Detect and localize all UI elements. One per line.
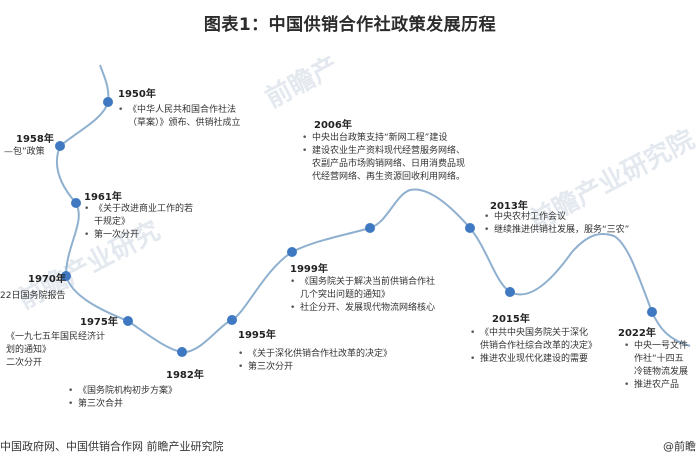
event-item: 《一九七五年国民经济计 (0, 331, 105, 344)
event-item: 第三次合并 (68, 398, 177, 411)
event-item: 农副产品市场购销网络、日用消费品现 (312, 159, 466, 169)
year-label-1975: 1975年 (80, 317, 118, 328)
event-1999-items: 《国务院关于解决当前供销合作社 几个突出问题的通知》 社企分开、发展现代物流网络… (290, 276, 435, 315)
event-2015-items: 《中共中央国务院关于深化 供销合作社综合改革的决定》 推进农业现代化建设的需要 (470, 327, 597, 366)
event-item: 继续推进供销社发展，服务“三农” (484, 224, 629, 237)
event-1958-items: —包”政策 (0, 146, 45, 159)
event-item: 中央农村工作会议 (484, 211, 629, 224)
brand-mark: @前瞻 (663, 440, 696, 453)
event-item: 几个突出问题的通知》 (300, 290, 391, 300)
event-2006-items: 中央出台政策支持“新网工程”建设 建设农业生产资料现代经营服务网络、 农副产品市… (302, 132, 465, 184)
event-2022-items: 中央一号文件 作社“十四五 冷链物流发展 推进农产品 (624, 340, 688, 392)
event-item: 建设农业生产资料现代经营服务网络、 (302, 145, 465, 158)
year-label-1958: 1958年 (16, 134, 54, 145)
event-item: 供销合作社综合改革的决定》 (480, 341, 598, 351)
timeline-dot-1970 (61, 271, 71, 281)
event-1961-items: 《关于改进商业工作的若 干规定》 第一次分开 (84, 203, 193, 242)
event-1975-items: 《一九七五年国民经济计 划的通知》 二次分开 (0, 331, 105, 370)
event-item: 作社“十四五 (634, 354, 684, 364)
event-item: 第一次分开 (84, 229, 193, 242)
year-label-2013: 2013年 (490, 201, 528, 212)
event-item: 社企分开、发展现代物流网络核心 (290, 302, 435, 315)
event-item: （草案）》颁布、供销社成立 (128, 118, 241, 128)
event-2013-items: 中央农村工作会议 继续推进供销社发展，服务“三农” (484, 211, 629, 237)
event-item: 中央一号文件 (624, 340, 688, 353)
timeline-dot-1975 (123, 316, 133, 326)
event-item: 《中共中央国务院关于深化 (470, 327, 597, 340)
event-1950-items: 《中华人民共和国合作社法 （草案）》颁布、供销社成立 (118, 104, 241, 130)
timeline-dot-1958 (55, 141, 65, 151)
year-label-1970: 1970年 (28, 274, 66, 285)
timeline-dot-1961 (71, 198, 81, 208)
timeline-dot-2006 (365, 223, 375, 233)
chart-title: 图表1：中国供销合作社政策发展历程 (203, 15, 497, 35)
event-item: 22日国务院报告 (0, 291, 66, 301)
event-item: 《国务院关于解决当前供销合作社 (290, 276, 435, 289)
event-item: 代经营网络、再生资源回收利用网络。 (312, 172, 466, 182)
timeline-dot-2015 (505, 287, 515, 297)
year-label-2022: 2022年 (618, 328, 656, 339)
year-label-2006: 2006年 (314, 120, 352, 131)
timeline-dot-2013 (465, 223, 475, 233)
event-item: 二次分开 (0, 357, 105, 370)
year-label-2015: 2015年 (492, 314, 530, 325)
event-item: 中央出台政策支持“新网工程”建设 (302, 132, 465, 145)
year-label-1950: 1950年 (118, 89, 156, 100)
year-label-1982: 1982年 (166, 370, 204, 381)
event-item: 第三次分开 (238, 361, 392, 374)
event-item: 冷链物流发展 (634, 367, 689, 377)
event-item: 推进农业现代化建设的需要 (470, 353, 597, 366)
event-item: 《关于改进商业工作的若 (84, 203, 193, 216)
event-1982-items: 《国务院机构初步方案》 第三次合并 (68, 385, 177, 411)
timeline-dot-2022 (647, 307, 657, 317)
event-item: —包”政策 (4, 147, 45, 157)
event-item: 《中华人民共和国合作社法 (118, 104, 241, 117)
event-item: 划的通知》 (6, 345, 52, 355)
year-label-1961: 1961年 (84, 192, 122, 203)
source-note: 中国政府网、中国供销合作网 前瞻产业研究院 (0, 440, 224, 453)
year-label-1995: 1995年 (238, 330, 276, 341)
timeline-dot-1982 (177, 347, 187, 357)
event-1970-items: 22日国务院报告 (0, 290, 65, 303)
timeline-dot-1995 (227, 315, 237, 325)
event-item: 推进农产品 (624, 379, 688, 392)
event-1995-items: 《关于深化供销合作社改革的决定》 第三次分开 (238, 348, 392, 374)
event-item: 干规定》 (94, 217, 131, 227)
year-label-1999: 1999年 (290, 264, 328, 275)
event-item: 《国务院机构初步方案》 (68, 385, 177, 398)
event-item: 《关于深化供销合作社改革的决定》 (238, 348, 392, 361)
timeline-dot-1999 (287, 247, 297, 257)
timeline-dot-1950 (103, 97, 113, 107)
